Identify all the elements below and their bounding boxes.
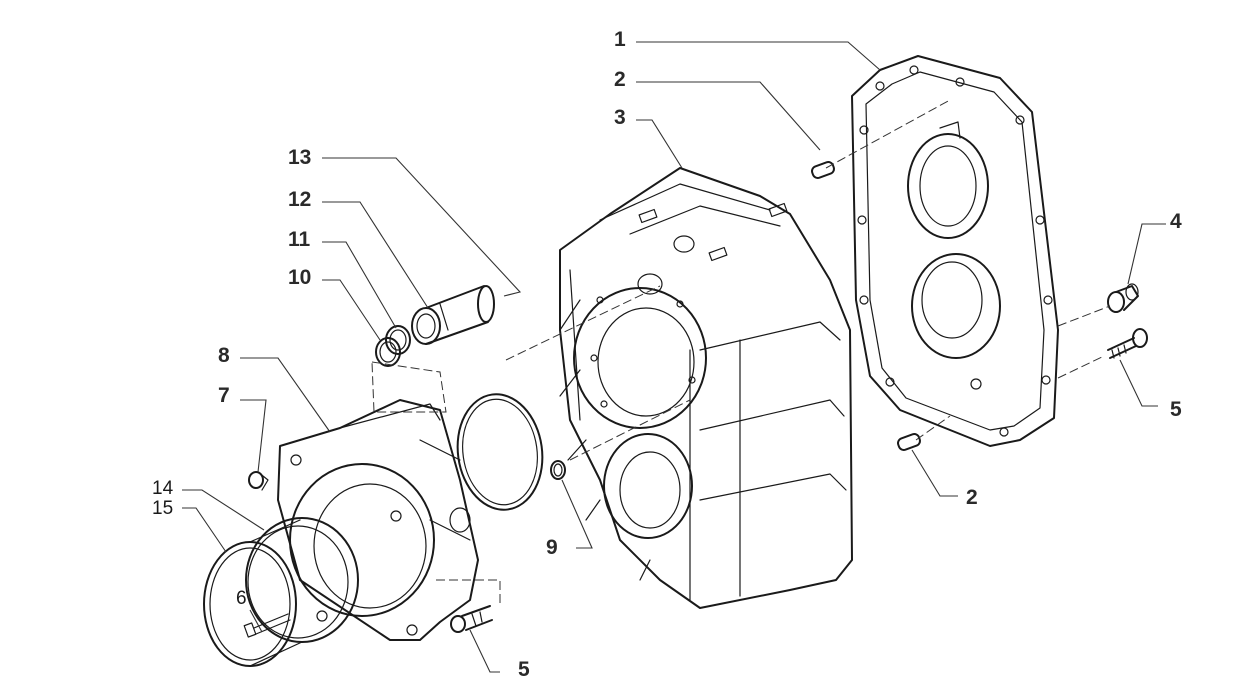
part-1-rear-cover [851,55,1059,447]
callout-11: 11 [288,228,311,251]
part-13-large-o-ring [456,393,544,511]
callout-9: 9 [546,536,558,559]
part-7-nipple [248,471,269,491]
part-5-bolt-right [1107,328,1148,359]
callout-7: 7 [218,384,230,407]
callout-2-lower: 2 [966,486,978,509]
callout-10: 10 [288,266,311,289]
part-5-bolt-lower [450,605,493,633]
leader-lines [182,41,1166,673]
part-10-ring [375,337,401,367]
part-8-front-housing [277,399,479,641]
part-11-ring [385,325,411,355]
part-14-15-end-cover [203,517,359,667]
part-2-dowel-pin-lower [897,433,921,451]
part-3-main-housing [559,167,853,609]
callout-4: 4 [1170,210,1182,233]
part-9-small-ring [550,460,566,480]
callout-labels: 1 2 3 4 5 2 5 6 7 8 9 10 11 12 13 14 15 [152,28,1182,680]
callout-2-upper: 2 [614,68,626,91]
callout-8: 8 [218,344,230,367]
callout-14: 14 [152,478,174,499]
callout-5-right: 5 [1170,398,1182,421]
part-4-plug [1107,283,1139,313]
part-12-bushing [411,285,495,345]
assembly-centerlines [371,99,1111,606]
callout-1: 1 [614,28,626,51]
callout-5-lower: 5 [518,658,530,680]
part-2-dowel-pin-upper [811,161,835,179]
callout-12: 12 [288,188,311,211]
callout-3: 3 [614,106,626,129]
callout-15: 15 [152,498,173,519]
callout-13: 13 [288,146,311,169]
callout-6: 6 [236,588,247,609]
